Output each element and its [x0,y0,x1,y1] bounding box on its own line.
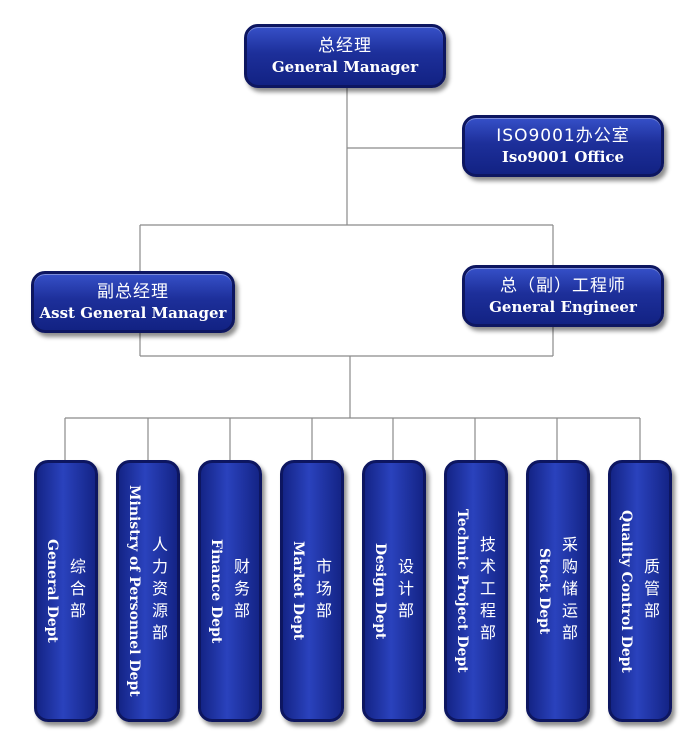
department-en: Stock Dept [536,547,552,635]
department-box-quality-control: Quality Control Dept 质管部 [608,460,672,722]
department-en: Design Dept [372,542,388,640]
department-zh: 技术工程部 [477,536,496,646]
department-en: Market Dept [290,541,306,641]
department-en: Quality Control Dept [618,509,634,673]
department-en: Ministry of Personnel Dept [126,485,142,697]
general-engineer-zh: 总（副）工程师 [500,276,626,296]
department-en: Technic Project Dept [454,509,470,673]
department-zh: 市场部 [313,558,332,624]
iso-office-box: ISO9001办公室 Iso9001 Office [462,115,664,177]
department-box-personnel: Ministry of Personnel Dept 人力资源部 [116,460,180,722]
department-en: Finance Dept [208,538,224,644]
department-box-stock: Stock Dept 采购储运部 [526,460,590,722]
department-zh: 综合部 [67,558,86,624]
department-box-technic-project: Technic Project Dept 技术工程部 [444,460,508,722]
department-box-finance: Finance Dept 财务部 [198,460,262,722]
general-manager-en: General Manager [271,58,419,76]
general-manager-box: 总经理 General Manager [244,24,446,88]
asst-general-manager-box: 副总经理 Asst General Manager [31,271,235,333]
department-box-general: General Dept 综合部 [34,460,98,722]
department-box-design: Design Dept 设计部 [362,460,426,722]
department-box-market: Market Dept 市场部 [280,460,344,722]
department-zh: 采购储运部 [559,536,578,646]
asst-general-manager-zh: 副总经理 [97,282,169,302]
general-engineer-box: 总（副）工程师 General Engineer [462,265,664,327]
general-engineer-en: General Engineer [489,298,637,316]
department-zh: 人力资源部 [149,536,168,646]
department-en: General Dept [44,539,60,643]
department-zh: 质管部 [641,558,660,624]
department-zh: 财务部 [231,558,250,624]
asst-general-manager-en: Asst General Manager [39,304,227,322]
general-manager-zh: 总经理 [318,36,372,56]
iso-office-zh: ISO9001办公室 [496,126,630,146]
department-zh: 设计部 [395,558,414,624]
iso-office-en: Iso9001 Office [501,148,625,166]
